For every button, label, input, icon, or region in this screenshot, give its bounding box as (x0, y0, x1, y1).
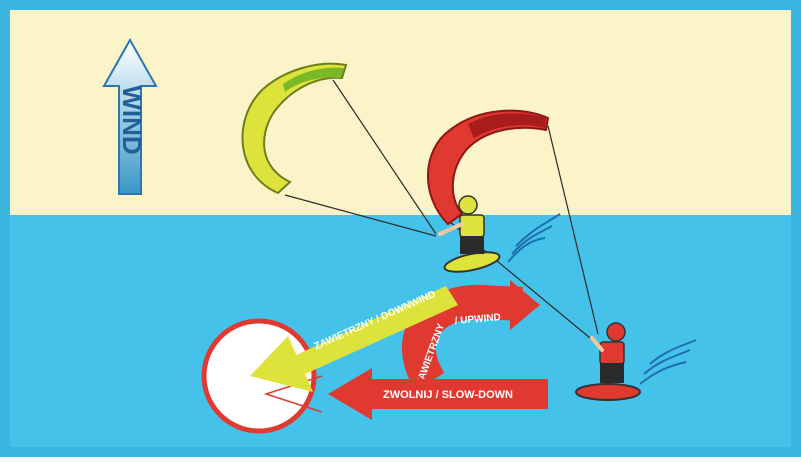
sea-area (10, 215, 791, 447)
wind-label: WIND (117, 85, 147, 154)
kitesurfer-lower-icon (575, 322, 641, 401)
kiteboard-lower-icon (575, 383, 641, 401)
slowdown-label: ZWOLNIJ / SLOW-DOWN (383, 389, 513, 401)
water-splash-icon (507, 213, 697, 385)
upwind-turn-arrow (402, 280, 540, 392)
slowdown-arrow (328, 368, 548, 420)
kitesurfer-upper-icon (438, 195, 501, 273)
wind-direction-arrow-icon: WIND (102, 37, 158, 195)
red-kite-icon (427, 109, 550, 226)
kiteboard-upper-icon (443, 251, 501, 273)
upwind-label-suffix: / UPWIND (454, 312, 501, 327)
yellow-kite-icon (241, 62, 348, 195)
downwind-arrow (250, 286, 458, 392)
